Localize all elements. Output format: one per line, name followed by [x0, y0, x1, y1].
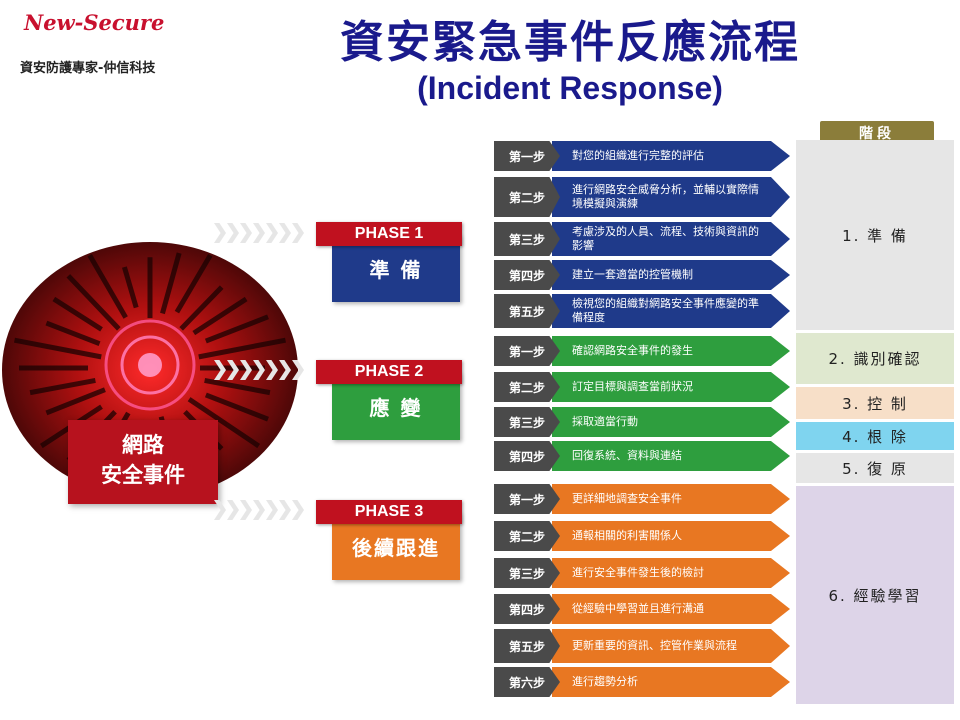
step-p3-1: 第一步 更詳細地調查安全事件 — [494, 484, 790, 514]
stage-4: 4. 根 除 — [796, 422, 954, 450]
step-text: 檢視您的組織對網路安全事件應變的準備程度 — [552, 294, 790, 328]
burst-ray — [160, 252, 182, 315]
step-text: 從經驗中學習並且進行溝通 — [552, 594, 790, 624]
step-text: 對您的組織進行完整的評估 — [552, 141, 790, 171]
burst-ray — [14, 337, 102, 360]
step-number: 第三步 — [494, 407, 560, 437]
stage-2: 2. 識別確認 — [796, 333, 954, 384]
event-label-line1: 網路 — [122, 433, 164, 457]
step-text: 訂定目標與調查當前狀況 — [552, 372, 790, 402]
burst-ray — [45, 320, 101, 347]
burst-ray — [204, 314, 269, 344]
page-title: 資安緊急事件反應流程 — [340, 17, 800, 68]
step-number: 第一步 — [494, 336, 560, 366]
step-text: 回復系統、資料與連結 — [552, 441, 790, 471]
burst-ray — [52, 296, 103, 332]
step-p3-5: 第五步 更新重要的資訊、控管作業與流程 — [494, 629, 790, 663]
step-text: 通報相關的利害關係人 — [552, 521, 790, 551]
step-p1-4: 第四步 建立一套適當的控管機制 — [494, 260, 790, 290]
phase-3-tab: PHASE 3 — [316, 500, 462, 524]
step-text: 更新重要的資訊、控管作業與流程 — [552, 629, 790, 663]
step-p1-5: 第五步 檢視您的組織對網路安全事件應變的準備程度 — [494, 294, 790, 328]
stage-1: 1. 準 備 — [796, 140, 954, 330]
phase-2: 應 變 PHASE 2 — [316, 360, 476, 440]
step-text: 更詳細地調查安全事件 — [552, 484, 790, 514]
step-p3-3: 第三步 進行安全事件發生後的檢討 — [494, 558, 790, 588]
page-subtitle: (Incident Response) — [417, 70, 723, 106]
step-p1-2: 第二步 進行網路安全威脅分析，並輔以實際情境模擬與演練 — [494, 177, 790, 217]
step-text: 確認網路安全事件的發生 — [552, 336, 790, 366]
phase-3: 後續跟進 PHASE 3 — [316, 500, 476, 580]
stage-6: 6. 經驗學習 — [796, 486, 954, 704]
step-number: 第四步 — [494, 594, 560, 624]
step-number: 第四步 — [494, 441, 560, 471]
burst-ray — [192, 296, 248, 336]
step-text: 採取適當行動 — [552, 407, 790, 437]
step-p3-4: 第四步 從經驗中學習並且進行溝通 — [494, 594, 790, 624]
company-tagline: 資安防護專家-仲信科技 — [20, 61, 156, 76]
step-number: 第二步 — [494, 372, 560, 402]
burst-ray — [179, 285, 224, 331]
burst-ray — [66, 274, 121, 331]
phase-1-tab: PHASE 1 — [316, 222, 462, 246]
step-number: 第一步 — [494, 484, 560, 514]
burst-ray — [204, 392, 269, 422]
step-number: 第二步 — [494, 177, 560, 217]
step-text: 建立一套適當的控管機制 — [552, 260, 790, 290]
step-p2-4: 第四步 回復系統、資料與連結 — [494, 441, 790, 471]
step-number: 第五步 — [494, 629, 560, 663]
company-logo: New-Secure — [24, 10, 165, 35]
burst-ray — [174, 254, 213, 314]
burst-ray — [45, 387, 106, 416]
phase-1: 準 備 PHASE 1 — [316, 222, 476, 302]
chevron-arrows-2 — [214, 360, 304, 384]
step-text: 考慮涉及的人員、流程、技術與資訊的影響 — [552, 222, 790, 256]
step-text: 進行趨勢分析 — [552, 667, 790, 697]
step-number: 第六步 — [494, 667, 560, 697]
step-number: 第二步 — [494, 521, 560, 551]
chevron-arrows-3 — [214, 500, 304, 524]
step-p1-1: 第一步 對您的組織進行完整的評估 — [494, 141, 790, 171]
stage-5: 5. 復 原 — [796, 453, 954, 483]
step-text: 進行安全事件發生後的檢討 — [552, 558, 790, 588]
step-number: 第三步 — [494, 222, 560, 256]
burst-ray — [204, 378, 271, 396]
step-p3-6: 第六步 進行趨勢分析 — [494, 667, 790, 697]
cyber-incident-box: 網路 安全事件 — [68, 420, 218, 504]
step-text: 進行網路安全威脅分析，並輔以實際情境模擬與演練 — [552, 177, 790, 217]
event-label-line2: 安全事件 — [101, 463, 185, 487]
step-p2-3: 第三步 採取適當行動 — [494, 407, 790, 437]
step-p2-2: 第二步 訂定目標與調查當前狀況 — [494, 372, 790, 402]
stage-3: 3. 控 制 — [796, 387, 954, 419]
burst-ray — [198, 337, 286, 360]
phase-2-tab: PHASE 2 — [316, 360, 462, 384]
step-number: 第四步 — [494, 260, 560, 290]
burst-ray — [122, 266, 139, 309]
step-number: 第一步 — [494, 141, 560, 171]
step-p2-1: 第一步 確認網路安全事件的發生 — [494, 336, 790, 366]
burst-ray — [187, 397, 261, 449]
chevron-arrows-1 — [214, 223, 304, 247]
burst-ray — [87, 254, 128, 319]
step-p3-2: 第二步 通報相關的利害關係人 — [494, 521, 790, 551]
step-p1-3: 第三步 考慮涉及的人員、流程、技術與資訊的影響 — [494, 222, 790, 256]
step-number: 第五步 — [494, 294, 560, 328]
burst-ray — [29, 378, 96, 396]
step-number: 第三步 — [494, 558, 560, 588]
